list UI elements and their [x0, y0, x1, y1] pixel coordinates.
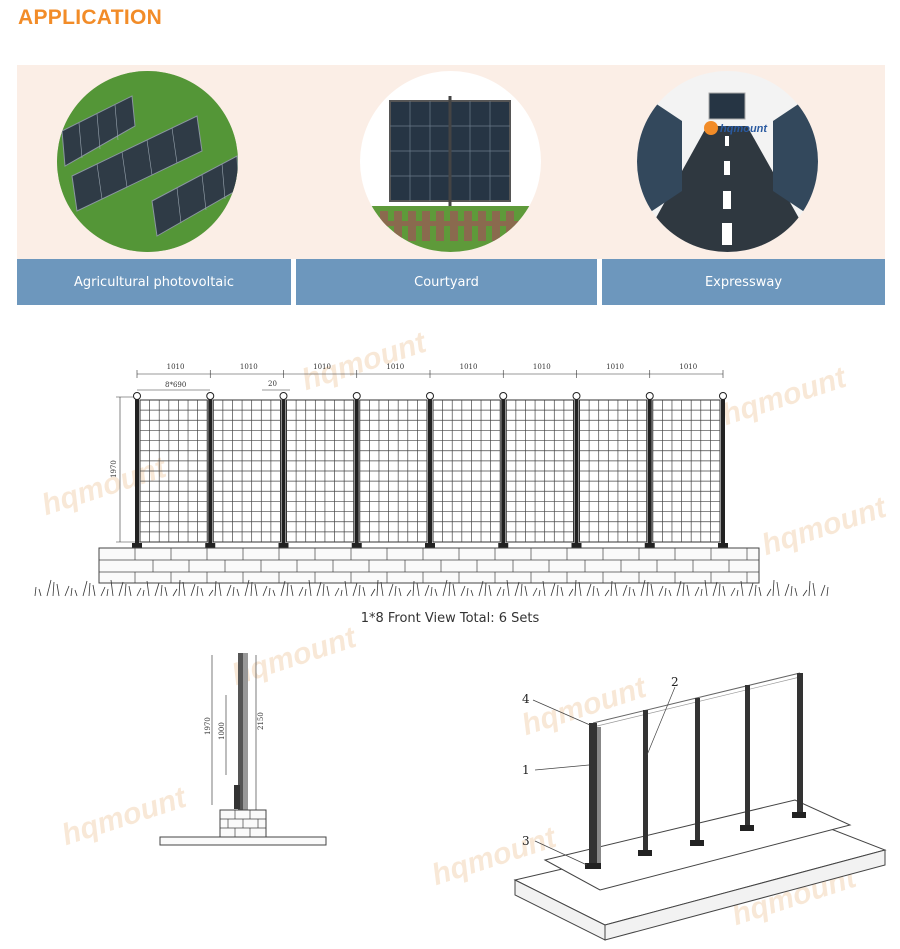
fence-panel [432, 399, 501, 543]
fence-post [498, 392, 509, 548]
fence-post [205, 392, 216, 548]
panel-width-label: 1010 [679, 363, 697, 371]
side-dim-b: 1000 [218, 722, 226, 740]
fence-post [644, 392, 655, 548]
fence-panel [286, 399, 355, 543]
expressway-image: hqmount [637, 71, 818, 252]
fence-panel [139, 399, 208, 543]
fence-panel [579, 399, 648, 543]
label-courtyard-text: Courtyard [414, 274, 479, 290]
height-label: 1970 [110, 460, 118, 478]
grid-note: 8*690 [165, 381, 186, 389]
isometric-view-drawing: 4 2 1 3 [513, 672, 887, 941]
callout-4: 4 [522, 692, 530, 706]
label-agricultural: Agricultural photovoltaic [17, 259, 291, 305]
label-expressway: Expressway [602, 259, 885, 305]
fence-post [425, 392, 435, 548]
panel-width-label: 1010 [460, 363, 478, 371]
fence-panel [505, 399, 574, 543]
fence-post [351, 392, 362, 548]
fence-post [132, 392, 142, 548]
agricultural-image [57, 71, 238, 252]
fence-post [718, 392, 728, 548]
post-width-label: 20 [268, 380, 277, 388]
fence-panel [212, 399, 281, 543]
label-courtyard: Courtyard [296, 259, 597, 305]
fence-panel [652, 399, 721, 543]
panel-width-label: 1010 [533, 363, 551, 371]
label-agricultural-text: Agricultural photovoltaic [73, 274, 235, 290]
expressway-logo: hqmount [720, 123, 768, 135]
fence-panel [359, 399, 428, 543]
side-dim-a: 1970 [204, 717, 212, 735]
front-view-drawing: 1010 1010 1010 1010 1010 1010 1010 1010 8*690 2… [34, 363, 829, 597]
fence-post [571, 392, 582, 548]
callout-1: 1 [522, 763, 530, 777]
side-dim-c: 2150 [257, 712, 265, 730]
panel-width-label: 1010 [606, 363, 624, 371]
front-view-caption: 1*8 Front View Total: 6 Sets [360, 611, 540, 626]
side-view-drawing: 1970 1000 2150 [159, 653, 327, 846]
application-band: hqmount [17, 65, 885, 259]
courtyard-image [360, 71, 541, 252]
panel-width-label: 1010 [240, 363, 258, 371]
section-heading: APPLICATION [18, 6, 163, 29]
callout-3: 3 [522, 834, 530, 848]
callout-2: 2 [671, 675, 679, 689]
fence-post [278, 392, 289, 548]
panel-width-label: 1010 [167, 363, 185, 371]
panel-width-label: 1010 [313, 363, 331, 371]
label-expressway-text: Expressway [704, 274, 783, 290]
panel-width-label: 1010 [386, 363, 404, 371]
